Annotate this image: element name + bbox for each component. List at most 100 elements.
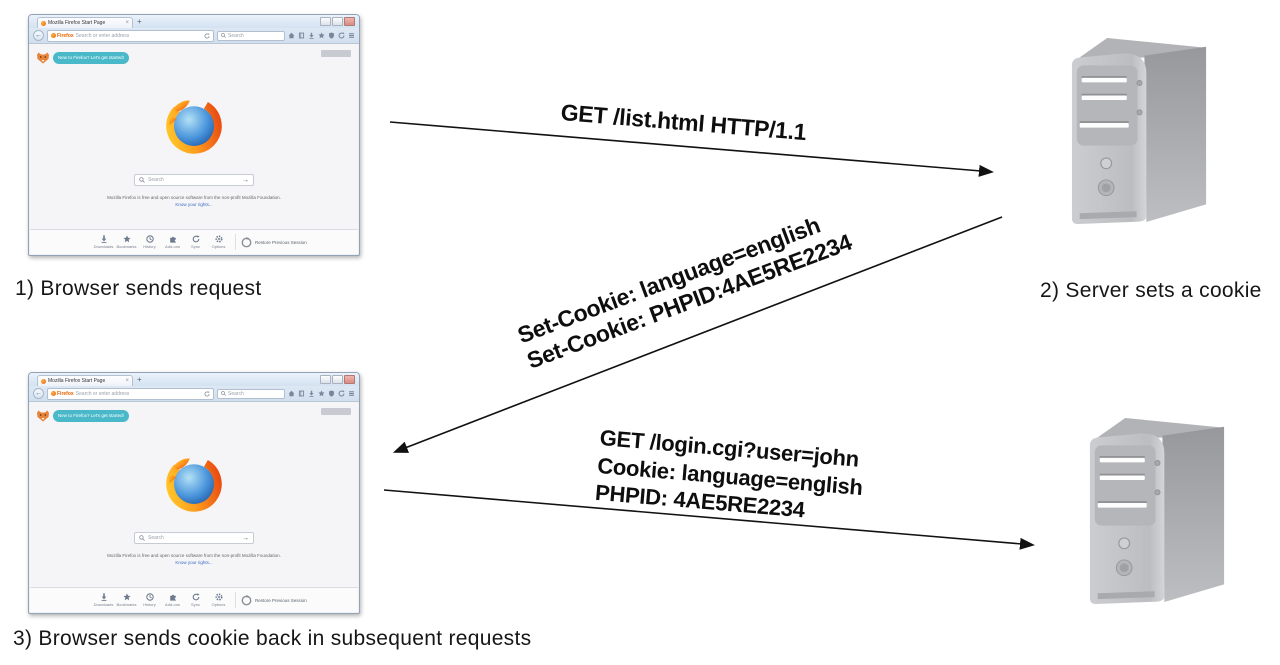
search-icon [221,33,226,38]
server-1 [1068,32,1210,233]
downloads-button[interactable]: Downloads [94,235,114,249]
puzzle-icon [169,594,176,601]
reload-icon[interactable] [204,32,210,39]
arrow-set-cookie [392,216,1003,453]
search-bar[interactable]: Search [217,30,285,41]
tool-label: Sync [191,602,200,607]
restore-session-button[interactable]: Restore Previous Session [241,594,307,606]
back-button[interactable]: ← [33,30,44,41]
sync-button[interactable]: Sync [186,593,206,607]
tab-close-icon[interactable]: × [125,378,129,384]
toolbar-divider [235,592,236,608]
bezel-button-2 [1136,109,1143,116]
navigation-bar: ← Firefox Search or enter address Search [29,386,359,402]
menu-icon[interactable] [348,390,355,397]
message-set-cookie: Set-Cookie: language=english Set-Cookie:… [514,203,855,374]
bezel-button-1 [1154,460,1161,466]
set-cookie-line1: Set-Cookie: language=english [514,211,824,349]
maximize-button[interactable] [332,375,343,384]
tab-start-page[interactable]: Mozilla Firefox Start Page × [37,375,133,386]
download-icon [101,235,106,243]
home-icon[interactable] [288,390,295,397]
bottom-toolbar: Downloads Bookmarks History Add-ons Sync… [30,587,358,612]
start-search-placeholder: Search [148,535,164,541]
new-tab-button[interactable]: + [137,17,142,26]
search-icon [139,177,145,183]
tool-label: History [143,602,156,607]
back-button[interactable]: ← [33,388,44,399]
restore-session-button[interactable]: Restore Previous Session [241,236,307,248]
restore-session-icon [241,594,252,605]
bottom-toolbar: Downloads Bookmarks History Add-ons Sync… [30,229,358,254]
site-identity-badge[interactable]: Firefox [51,33,74,39]
url-bar[interactable]: Firefox Search or enter address [47,29,214,42]
message-request1: GET /list.html HTTP/1.1 [559,99,808,146]
notification-button[interactable] [321,408,351,415]
search-placeholder: Search [228,390,244,397]
navigation-bar: ← Firefox Search or enter address Search [29,28,359,44]
star-icon[interactable] [318,390,325,397]
downloads-button[interactable]: Downloads [94,593,114,607]
close-button[interactable] [344,375,355,384]
bookmarks-button[interactable]: Bookmarks [117,235,137,249]
close-button[interactable] [344,17,355,26]
options-button[interactable]: Options [209,235,229,249]
new-tab-button[interactable]: + [137,375,142,384]
power-button-small [1118,537,1131,550]
star-icon [122,235,131,243]
server-side-face [1144,46,1207,223]
search-go-icon[interactable]: → [242,534,249,542]
download-icon[interactable] [308,32,315,39]
onboarding-notification: New to Firefox? Let's get started! [36,410,129,423]
server-icon [1089,417,1225,605]
mozilla-blurb: Mozilla Firefox is free and open source … [105,553,283,567]
star-icon[interactable] [318,32,325,39]
history-button[interactable]: History [140,593,160,607]
mozilla-blurb: Mozilla Firefox is free and open source … [105,195,283,209]
search-bar[interactable]: Search [217,388,285,399]
bookmarks-icon[interactable] [298,390,305,397]
reload-icon[interactable] [204,390,210,397]
search-go-icon[interactable]: → [242,176,249,184]
firefox-logo-icon [166,456,222,512]
maximize-button[interactable] [332,17,343,26]
addons-button[interactable]: Add-ons [163,235,183,249]
know-your-rights-link[interactable]: Know your rights... [175,559,213,565]
shield-icon[interactable] [328,390,335,397]
toolbar-divider [235,234,236,250]
notification-button[interactable] [321,50,351,57]
bezel-button-1 [1136,80,1143,86]
menu-icon[interactable] [348,32,355,39]
addons-button[interactable]: Add-ons [163,593,183,607]
notification-bubble[interactable]: New to Firefox? Let's get started! [53,52,129,65]
know-your-rights-link[interactable]: Know your rights... [175,201,213,207]
sync-icon[interactable] [338,32,345,39]
site-identity-badge[interactable]: Firefox [51,391,74,397]
fox-icon [37,410,49,422]
url-bar[interactable]: Firefox Search or enter address [47,387,214,400]
start-page-search-input[interactable]: Search → [134,174,254,186]
start-search-placeholder: Search [148,177,164,183]
options-button[interactable]: Options [209,593,229,607]
download-icon [101,593,106,601]
minimize-button[interactable] [320,375,331,384]
sync-button[interactable]: Sync [186,235,206,249]
server-icon [1071,37,1207,225]
tab-start-page[interactable]: Mozilla Firefox Start Page × [37,17,133,28]
home-icon[interactable] [288,32,295,39]
restore-label: Restore Previous Session [255,597,307,603]
sync-icon[interactable] [338,390,345,397]
notification-bubble[interactable]: New to Firefox? Let's get started! [53,410,129,423]
tab-close-icon[interactable]: × [125,20,129,26]
badge-label: Firefox [57,32,74,39]
minimize-button[interactable] [320,17,331,26]
shield-icon[interactable] [328,32,335,39]
server-2 [1086,412,1228,613]
history-button[interactable]: History [140,235,160,249]
start-page-search-input[interactable]: Search → [134,532,254,544]
title-bar: Mozilla Firefox Start Page × + [29,373,359,386]
download-icon[interactable] [308,390,315,397]
url-placeholder: Search or enter address [75,32,130,39]
bookmarks-button[interactable]: Bookmarks [117,593,137,607]
bookmarks-icon[interactable] [298,32,305,39]
